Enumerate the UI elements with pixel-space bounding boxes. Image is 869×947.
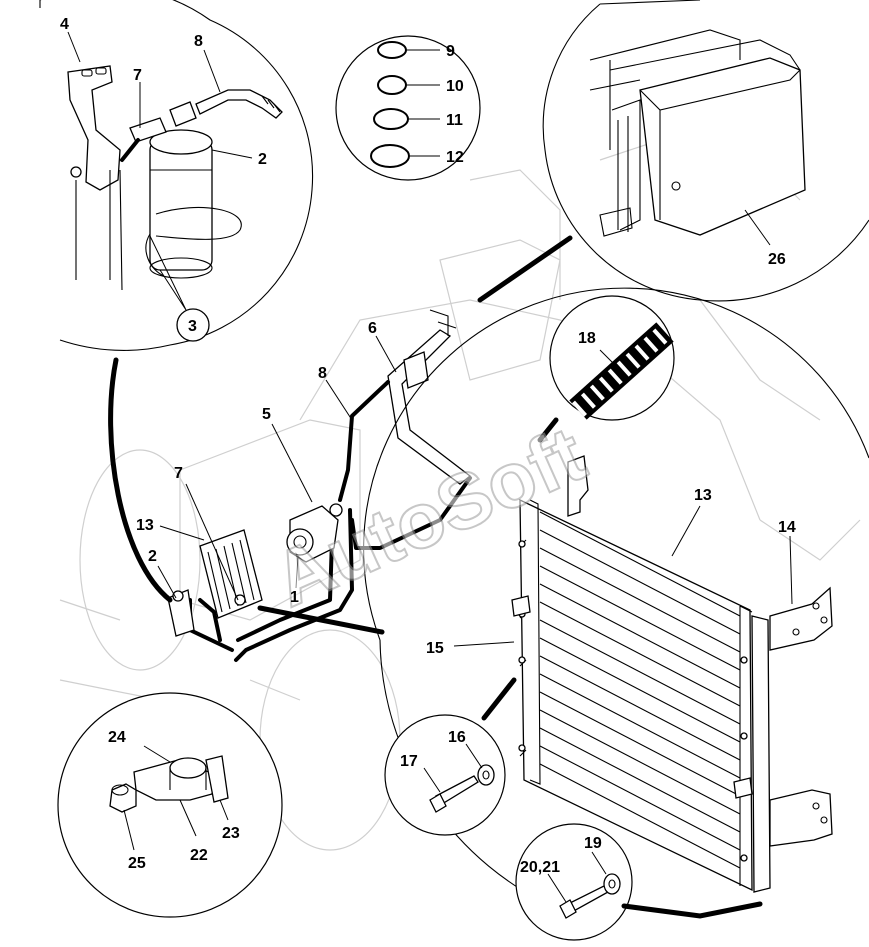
detail-circle-receiver-drier: [39, 0, 314, 351]
label-1: 1: [290, 589, 299, 606]
label-14: 14: [778, 519, 796, 536]
evaporator-unit: [639, 57, 806, 236]
label-18: 18: [578, 330, 596, 347]
receiver-drier: [149, 139, 213, 271]
label-7-main: 7: [174, 465, 183, 482]
condenser-side-plate: [751, 615, 771, 893]
condenser-top-bracket: [567, 455, 589, 517]
label-15: 15: [426, 640, 444, 657]
detail-circle-condenser: [363, 287, 869, 911]
condenser-fins: [539, 511, 741, 869]
inlet-fitting: [511, 595, 531, 617]
detail-circle-clamp: [57, 692, 283, 918]
label-8-top: 8: [194, 33, 203, 50]
label-4: 4: [60, 16, 69, 33]
compressor-pulley: [286, 528, 314, 556]
outlet-fitting: [733, 777, 753, 799]
strap-3: [155, 207, 242, 240]
label-8-main: 8: [318, 365, 327, 382]
spacer-25: [109, 783, 137, 813]
detail-circle-o-rings: [335, 35, 481, 181]
label-3: 3: [188, 318, 197, 335]
label-7-top: 7: [133, 67, 142, 84]
label-11: 11: [446, 112, 463, 129]
cab-frame: [589, 29, 741, 150]
callout-labels: 4 7 8 2 3 9 10 11 12 26 18 6 8 5 7 13 2 …: [60, 16, 796, 876]
bracket: [67, 65, 121, 191]
label-5: 5: [262, 406, 271, 423]
mounting-bracket-upper: [769, 586, 833, 651]
label-13-condenser: 13: [694, 487, 712, 504]
label-12: 12: [446, 149, 464, 166]
label-6: 6: [368, 320, 377, 337]
label-13-main: 13: [136, 517, 154, 534]
callout-3-circle: [176, 308, 210, 342]
cushion-24: [169, 757, 207, 779]
label-2-top: 2: [258, 151, 267, 168]
label-17: 17: [400, 753, 418, 770]
label-16: 16: [448, 729, 466, 746]
label-25: 25: [128, 855, 146, 872]
washer-19-icon: [603, 873, 621, 895]
washer-16-icon: [477, 764, 495, 786]
label-26: 26: [768, 251, 786, 268]
mounting-bracket-lower: [769, 789, 833, 847]
clamp-23: [205, 755, 229, 803]
detail-circle-bolt-19-21: [515, 823, 633, 941]
label-23: 23: [222, 825, 240, 842]
label-leader-lines: [67, 31, 793, 647]
detail-connector-lines: [108, 235, 763, 919]
label-22: 22: [190, 847, 208, 864]
drier-outlet-fitting: [169, 101, 197, 127]
label-19: 19: [584, 835, 602, 852]
detail-circle-insulation: [549, 295, 675, 421]
label-10: 10: [446, 78, 464, 95]
detail-circle-bolt-16-17: [384, 714, 506, 836]
label-9: 9: [446, 43, 455, 60]
label-20-21: 20,21: [520, 859, 560, 876]
condenser-core: [519, 498, 753, 892]
ac-hoses: [188, 309, 472, 662]
label-24: 24: [108, 729, 126, 746]
pipe-bracket-6: [403, 351, 429, 389]
detail-circle-evaporator: [542, 0, 869, 302]
pipe-8-upper: [195, 89, 283, 119]
machine-components: [167, 503, 343, 637]
label-2-main: 2: [148, 548, 157, 565]
